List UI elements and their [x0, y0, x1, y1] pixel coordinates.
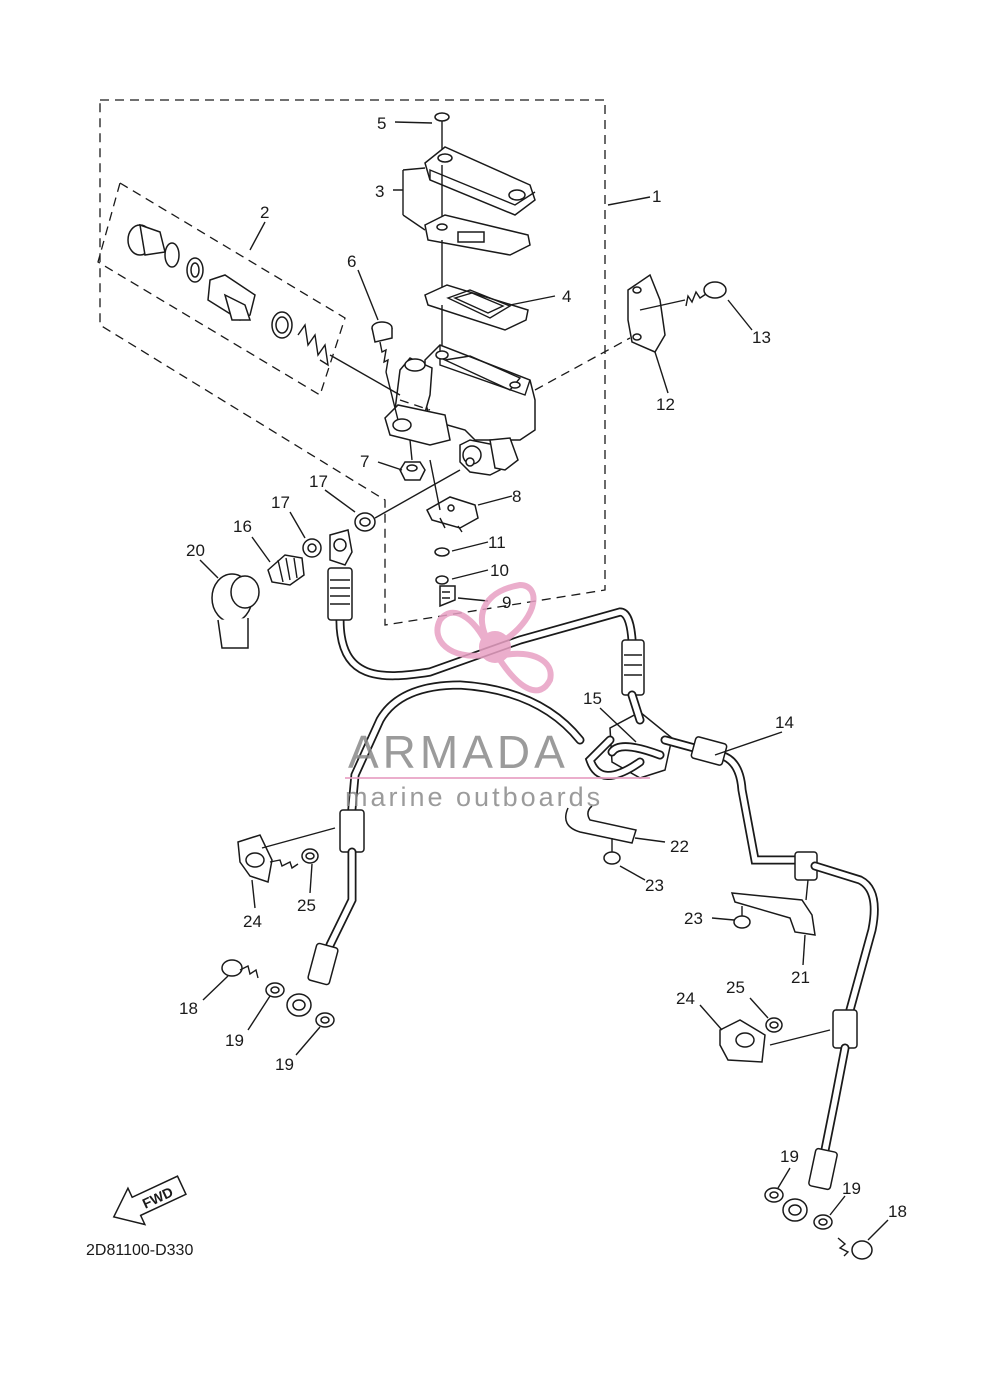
- callout-9: 9: [502, 593, 511, 612]
- callout-6: 6: [347, 252, 356, 271]
- watermark-brand: ARMADA: [348, 726, 569, 778]
- pivot-parts-9-10-11: [434, 547, 456, 608]
- holder-bolt-13: [685, 281, 727, 307]
- brake-hose-14: [660, 735, 879, 1015]
- callout-8: 8: [512, 487, 521, 506]
- callout-7: 7: [360, 452, 369, 471]
- callout-25-left: 25: [297, 896, 316, 915]
- callout-11: 11: [488, 533, 506, 552]
- assembly-outline-1: [99, 99, 606, 626]
- diaphragm-4: [424, 284, 529, 350]
- callout-5: 5: [377, 114, 386, 133]
- leader-lines: [199, 121, 889, 1241]
- diaphragm-plate-3: [424, 214, 531, 290]
- callout-23-b: 23: [684, 909, 703, 928]
- callout-4: 4: [562, 287, 571, 306]
- screw-5: [434, 112, 450, 160]
- callout-13: 13: [752, 328, 771, 347]
- callout-17-a: 17: [271, 493, 290, 512]
- callout-18-right: 18: [888, 1202, 907, 1221]
- callout-24-right: 24: [676, 989, 695, 1008]
- piston-kit-2: [127, 223, 401, 396]
- callout-22: 22: [670, 837, 689, 856]
- reservoir-cap-3: [424, 146, 536, 225]
- callout-17-b: 17: [309, 472, 328, 491]
- callout-14: 14: [775, 713, 794, 732]
- callout-12: 12: [656, 395, 675, 414]
- callout-19-a: 19: [225, 1031, 244, 1050]
- brake-hose-lower-left: [286, 680, 585, 1017]
- callout-18-left: 18: [179, 999, 198, 1018]
- bracket-21: [730, 879, 816, 936]
- callout-16: 16: [233, 517, 252, 536]
- callout-15: 15: [583, 689, 602, 708]
- fwd-arrow-icon: FWD: [112, 1175, 187, 1226]
- callout-19-c: 19: [780, 1147, 799, 1166]
- watermark: ARMADA marine outboards: [345, 581, 650, 812]
- master-cylinder-body: [384, 344, 536, 476]
- union-parts-16-17: [267, 469, 461, 586]
- hose-joint-15: [584, 690, 673, 780]
- rubber-cap-20: [211, 573, 260, 649]
- callout-20: 20: [186, 541, 205, 560]
- brake-hose-upper: [327, 567, 645, 696]
- callout-labels: 1 2 3 4 5 6 7 8 9 10 11 12 13 14 15 16 1…: [179, 114, 907, 1221]
- callout-21: 21: [791, 968, 810, 987]
- callout-19-d: 19: [842, 1179, 861, 1198]
- callout-19-b: 19: [275, 1055, 294, 1074]
- callout-25-right: 25: [726, 978, 745, 997]
- lever-bolt-6: [371, 321, 399, 421]
- clamp-24-left: [237, 827, 336, 883]
- callout-10: 10: [490, 561, 509, 580]
- clamp-24-right: [719, 1019, 831, 1063]
- clamp-22: [565, 805, 637, 844]
- watermark-tagline: marine outboards: [345, 782, 603, 812]
- diagram-code: 2D81100-D330: [86, 1242, 193, 1259]
- brake-hose-lower-right: [782, 1009, 858, 1222]
- callout-1: 1: [652, 187, 661, 206]
- callout-2: 2: [260, 203, 269, 222]
- callout-3: 3: [375, 182, 384, 201]
- callout-24-left: 24: [243, 912, 262, 931]
- propeller-icon: [434, 581, 554, 694]
- holder-12: [534, 273, 686, 391]
- brake-switch-8: [426, 459, 479, 533]
- fasteners: [221, 838, 873, 1260]
- callout-23-a: 23: [645, 876, 664, 895]
- nut-7: [399, 439, 426, 481]
